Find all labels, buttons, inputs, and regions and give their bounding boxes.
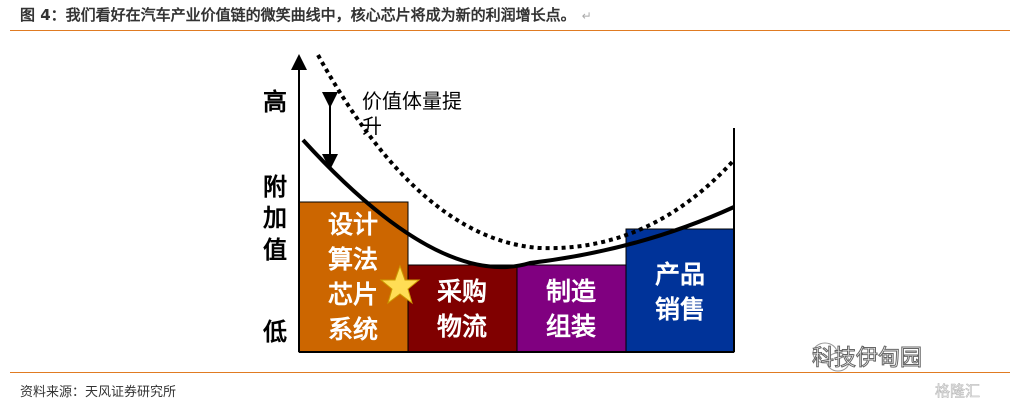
y-label-mid-3: 值 bbox=[263, 236, 287, 264]
y-label-mid-2: 加 bbox=[263, 204, 287, 232]
segment-label: 设计 bbox=[328, 210, 378, 239]
segment-label: 算法 bbox=[328, 245, 378, 274]
segment-sales bbox=[625, 228, 735, 353]
segment-label: 制造 bbox=[546, 277, 596, 306]
watermark: 科技伊甸园 bbox=[811, 346, 923, 372]
segment-label: 芯片 bbox=[328, 280, 378, 309]
top-divider bbox=[10, 30, 1010, 31]
segment-label: 系统 bbox=[328, 315, 378, 344]
segment-label: 销售 bbox=[655, 295, 705, 324]
figure-caption: 图 4：我们看好在汽车产业价值链的微笑曲线中，核心芯片将成为新的利润增长点。↵ bbox=[20, 6, 592, 24]
star-icon bbox=[379, 264, 421, 305]
source-note: 资料来源：天风证券研究所 bbox=[20, 385, 177, 400]
segment-label: 采购 bbox=[437, 277, 487, 306]
segment-design bbox=[298, 201, 409, 353]
bottom-divider bbox=[10, 372, 1010, 373]
raised-smile-curve bbox=[316, 54, 736, 251]
annotation: 价值体量提 bbox=[362, 89, 462, 113]
smile-curve bbox=[301, 138, 735, 270]
segment-label: 产品 bbox=[655, 260, 705, 289]
gelonghui-watermark: 格隆汇 bbox=[935, 382, 981, 401]
segment-label: 物流 bbox=[437, 312, 487, 341]
y-label-mid-1: 附 bbox=[263, 173, 287, 201]
wechat-icon bbox=[812, 342, 850, 372]
y-label-high: 高 bbox=[263, 88, 287, 116]
segment-label: 组装 bbox=[546, 312, 596, 341]
annotation-2: 升 bbox=[362, 114, 382, 138]
y-label-low: 低 bbox=[262, 318, 287, 346]
segment-manufacturing bbox=[516, 264, 627, 353]
